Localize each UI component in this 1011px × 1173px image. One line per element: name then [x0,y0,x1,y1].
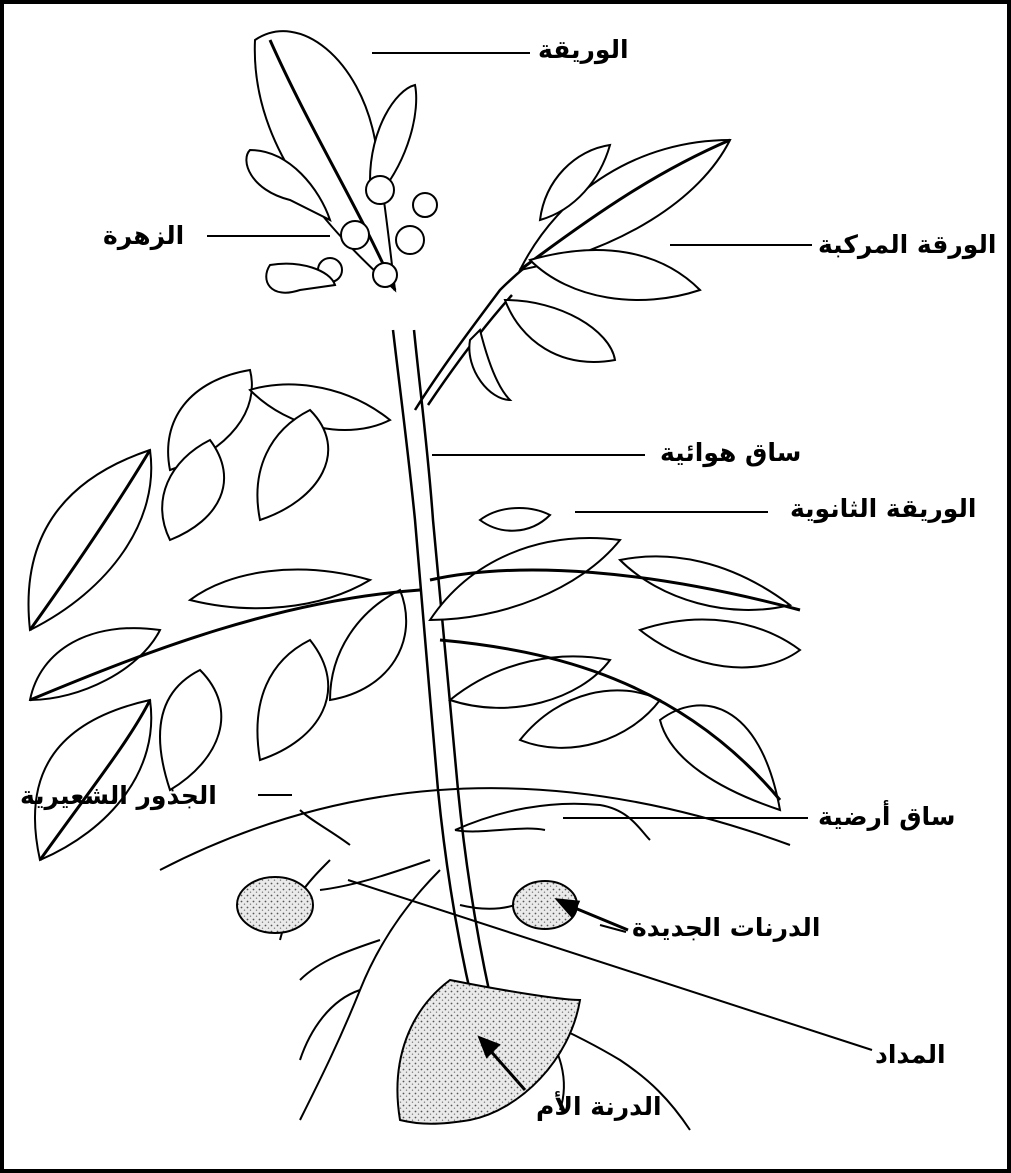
tubers [237,877,580,1124]
underground-stem-branch [455,804,650,840]
label-leaflet: الوريقة [538,35,629,65]
stolon-left [320,860,430,890]
label-new-tubers: الدرنات الجديدة [632,913,820,943]
label-underground-stem: ساق أرضية [818,802,956,832]
stolon-right [460,905,515,909]
label-stolon: المداد [875,1040,946,1070]
label-root-hairs: الجذور الشعيرية [20,781,217,811]
label-flower: الزهرة [103,221,184,251]
label-aerial-stem: ساق هوائية [660,438,801,468]
label-compound-leaf: الورقة المركبة [818,230,996,260]
label-secondary-leaflet: الوريقة الثانوية [790,494,976,524]
new-tuber-left [237,877,313,933]
label-mother-tuber: الدرنة الأم [536,1092,662,1122]
soil-line [160,788,790,870]
